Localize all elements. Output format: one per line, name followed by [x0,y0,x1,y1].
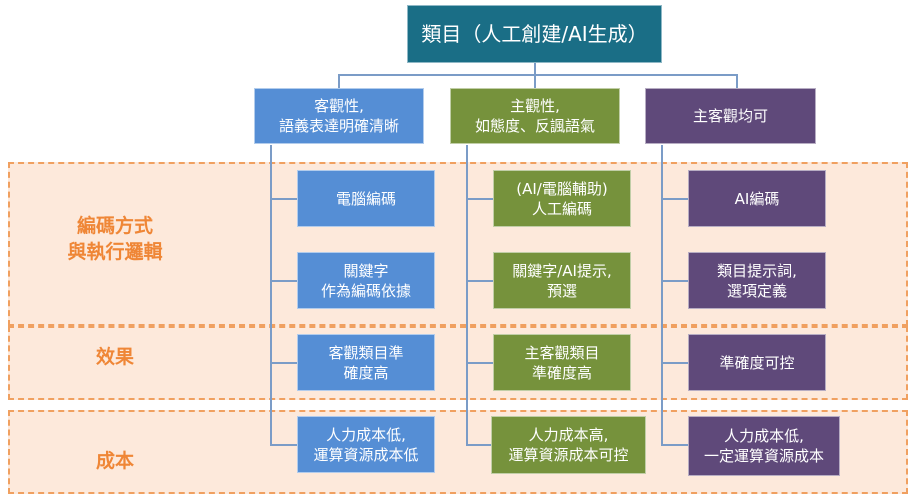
root-node: 類目（人工創建/AI生成） [407,5,662,63]
col1-drop [338,74,340,90]
col2-branch [466,198,494,200]
col1-branch [270,280,298,282]
subjective-effect: 主客觀類目 準確度高 [493,334,631,391]
objective-coding-logic: 關鍵字 作為編碼依據 [297,252,435,309]
col2-branch [466,444,494,446]
both-cost: 人力成本低, 一定運算資源成本 [688,416,840,476]
header-objective: 客觀性, 語義表達明確清晰 [254,88,424,144]
col2-branch [466,362,494,364]
header-subjective: 主觀性, 如態度、反諷語氣 [450,88,620,144]
subjective-cost: 人力成本高, 運算資源成本可控 [491,416,646,474]
col3-branch [661,444,689,446]
subjective-coding-method: (AI/電腦輔助) 人工編碼 [493,170,631,227]
col1-branch [270,362,298,364]
row-label-effect: 效果 [95,346,134,368]
subjective-coding-logic: 關鍵字/AI提示, 預選 [493,252,631,309]
col2-branch [466,280,494,282]
col1-spine [270,145,272,445]
col3-spine [661,145,663,445]
col2-drop [534,74,536,90]
col3-branch [661,280,689,282]
header-bus [338,74,738,76]
col1-branch [270,198,298,200]
col1-branch [270,444,298,446]
header-both: 主客觀均可 [645,88,816,144]
col3-drop [736,74,738,90]
col3-branch [661,198,689,200]
objective-effect: 客觀類目準 確度高 [297,334,435,391]
col2-spine [466,145,468,445]
both-coding-logic: 類目提示詞, 選項定義 [688,252,826,309]
both-effect: 準確度可控 [688,334,826,391]
both-coding-method: AI編碼 [688,170,826,227]
col3-branch [661,362,689,364]
root-connector [534,63,536,76]
row-label-cost: 成本 [95,450,134,472]
objective-coding-method: 電腦編碼 [297,170,435,227]
objective-cost: 人力成本低, 運算資源成本低 [297,416,435,473]
row-label-coding-method: 編碼方式 與執行邏輯 [67,215,163,263]
